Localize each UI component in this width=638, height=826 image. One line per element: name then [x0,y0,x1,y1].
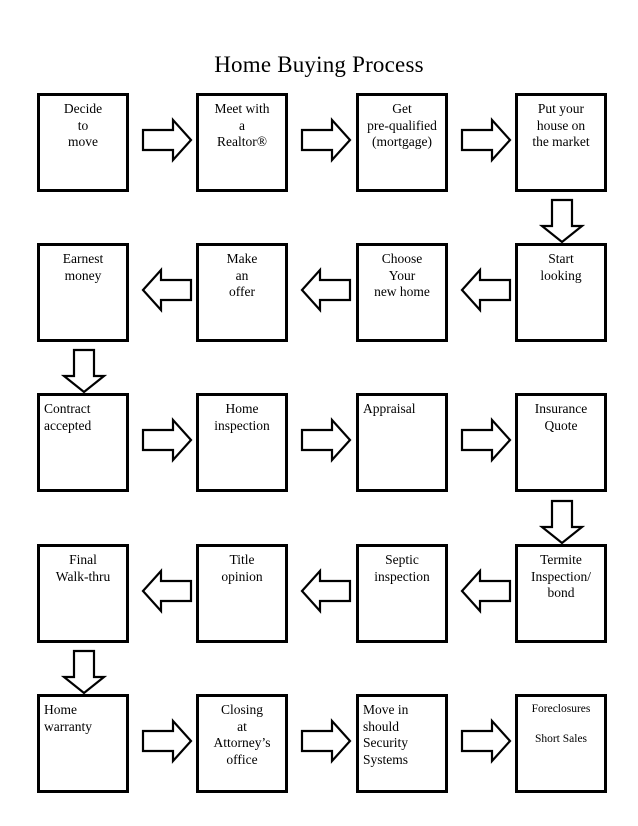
arrow-left-start-looking-to-choose-home [460,267,512,313]
flow-node-termite-inspection-bond[interactable]: Termite Inspection/ bond [515,544,607,643]
arrow-down-final-walk-thru-to-home-warranty [60,649,108,695]
arrow-left-title-opinion-to-final-walk-thru [141,568,193,614]
flow-node-final-walk-thru[interactable]: Final Walk-thru [37,544,129,643]
flow-node-make-an-offer[interactable]: Make an offer [196,243,288,342]
flow-node-home-inspection[interactable]: Home inspection [196,393,288,492]
flow-node-septic-inspection[interactable]: Septic inspection [356,544,448,643]
flow-node-title-opinion[interactable]: Title opinion [196,544,288,643]
arrow-right-prequalified-to-market [460,117,512,163]
flow-node-foreclosures-short-sales[interactable]: Foreclosures Short Sales [515,694,607,793]
flow-node-label: Final Walk-thru [55,552,111,584]
flow-node-label: Title opinion [221,552,263,584]
flow-node-label: Get pre-qualified (mortgage) [367,101,437,150]
flow-node-choose-your-new-home[interactable]: Choose Your new home [356,243,448,342]
flow-node-start-looking[interactable]: Start looking [515,243,607,342]
flow-node-earnest-money[interactable]: Earnest money [37,243,129,342]
flow-node-label: Home warranty [44,702,92,734]
flow-node-label: Insurance Quote [534,401,588,433]
flow-node-label: Put your house on the market [532,101,590,150]
flow-node-get-pre-qualified[interactable]: Get pre-qualified (mortgage) [356,93,448,192]
flow-node-contract-accepted[interactable]: Contract accepted [37,393,129,492]
arrow-right-appraisal-to-insurance-quote [460,417,512,463]
page-title: Home Buying Process [214,52,424,78]
arrow-right-home-warranty-to-closing [141,718,193,764]
arrow-down-insurance-to-termite [538,499,586,545]
arrow-right-home-inspection-to-appraisal [300,417,352,463]
arrow-left-offer-to-earnest-money [141,267,193,313]
arrow-right-contract-to-home-inspection [141,417,193,463]
arrow-right-move-in-to-foreclosures [460,718,512,764]
flow-node-label: Home inspection [214,401,270,433]
flow-node-label: Move in should Security Systems [363,702,409,767]
flow-node-label: Contract accepted [44,401,92,433]
flow-node-label: Decide to move [63,101,103,150]
flow-node-label: Septic inspection [374,552,430,584]
flow-node-label: Choose Your new home [374,251,430,300]
flow-node-closing-at-attorneys-office[interactable]: Closing at Attorney’s office [196,694,288,793]
flow-node-label: Meet with a Realtor® [214,101,270,150]
flow-node-insurance-quote[interactable]: Insurance Quote [515,393,607,492]
flow-node-label: Appraisal [363,401,416,416]
flow-node-label: Earnest money [62,251,104,283]
arrow-right-decide-to-meet [141,117,193,163]
flow-node-decide-to-move[interactable]: Decide to move [37,93,129,192]
arrow-left-choose-home-to-offer [300,267,352,313]
arrow-down-earnest-money-to-contract [60,348,108,394]
arrow-right-meet-to-prequalified [300,117,352,163]
arrow-left-termite-to-septic [460,568,512,614]
flow-node-label: Make an offer [226,251,258,300]
flow-node-put-house-on-market[interactable]: Put your house on the market [515,93,607,192]
flow-node-label: Termite Inspection/ bond [531,552,591,601]
flow-node-label: Start looking [540,251,582,283]
arrow-right-closing-to-move-in [300,718,352,764]
flow-node-move-in-security-systems[interactable]: Move in should Security Systems [356,694,448,793]
flow-node-label: Closing at Attorney’s office [213,702,271,767]
flow-node-appraisal[interactable]: Appraisal [356,393,448,492]
flow-node-meet-with-realtor[interactable]: Meet with a Realtor® [196,93,288,192]
flow-node-home-warranty[interactable]: Home warranty [37,694,129,793]
flow-node-label: Foreclosures Short Sales [531,703,591,745]
arrow-down-market-to-start-looking [538,198,586,244]
arrow-left-septic-to-title-opinion [300,568,352,614]
